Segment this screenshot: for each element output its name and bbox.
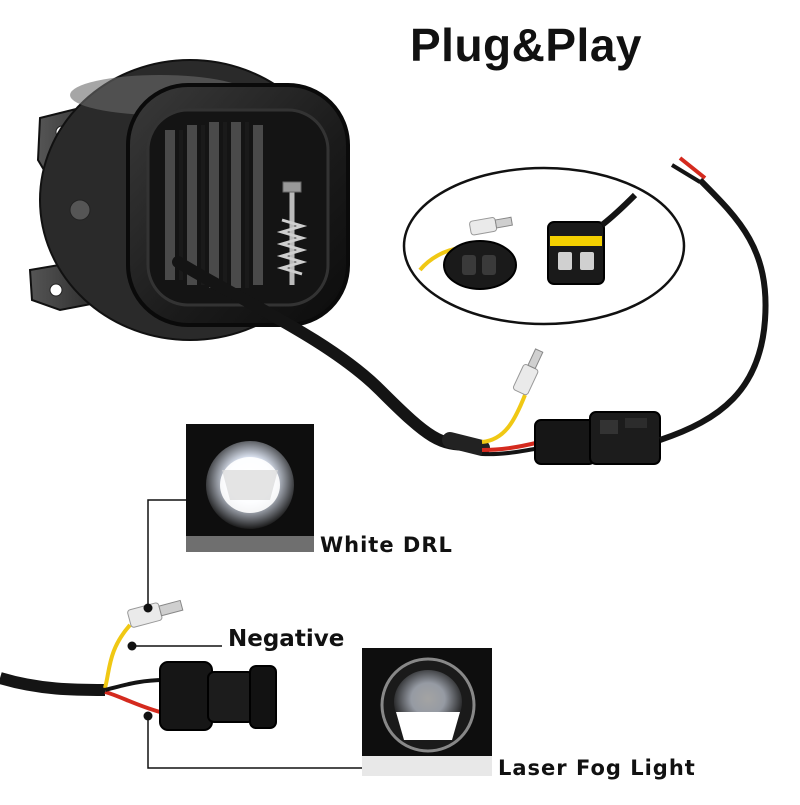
negative-label: Negative <box>228 626 345 652</box>
white-drl-photo <box>186 424 314 552</box>
connector-closeup-inset <box>402 166 686 326</box>
connector-pair <box>534 411 661 465</box>
lead-cable <box>659 177 769 443</box>
spade-terminal-top <box>512 348 544 396</box>
main-cable <box>172 256 476 451</box>
laser-fog-light-label: Laser Fog Light <box>498 756 696 780</box>
yellow-wire-top <box>481 394 527 444</box>
white-drl-label: White DRL <box>320 533 453 557</box>
red-wire-bottom <box>104 690 161 714</box>
yellow-wire-bottom <box>103 623 132 689</box>
black-wire-bottom <box>104 678 166 692</box>
wiring-diagram <box>0 499 362 769</box>
laser-fog-photo <box>362 648 492 776</box>
fog-light-housing <box>28 59 350 341</box>
page-title: Plug&Play <box>410 19 643 71</box>
